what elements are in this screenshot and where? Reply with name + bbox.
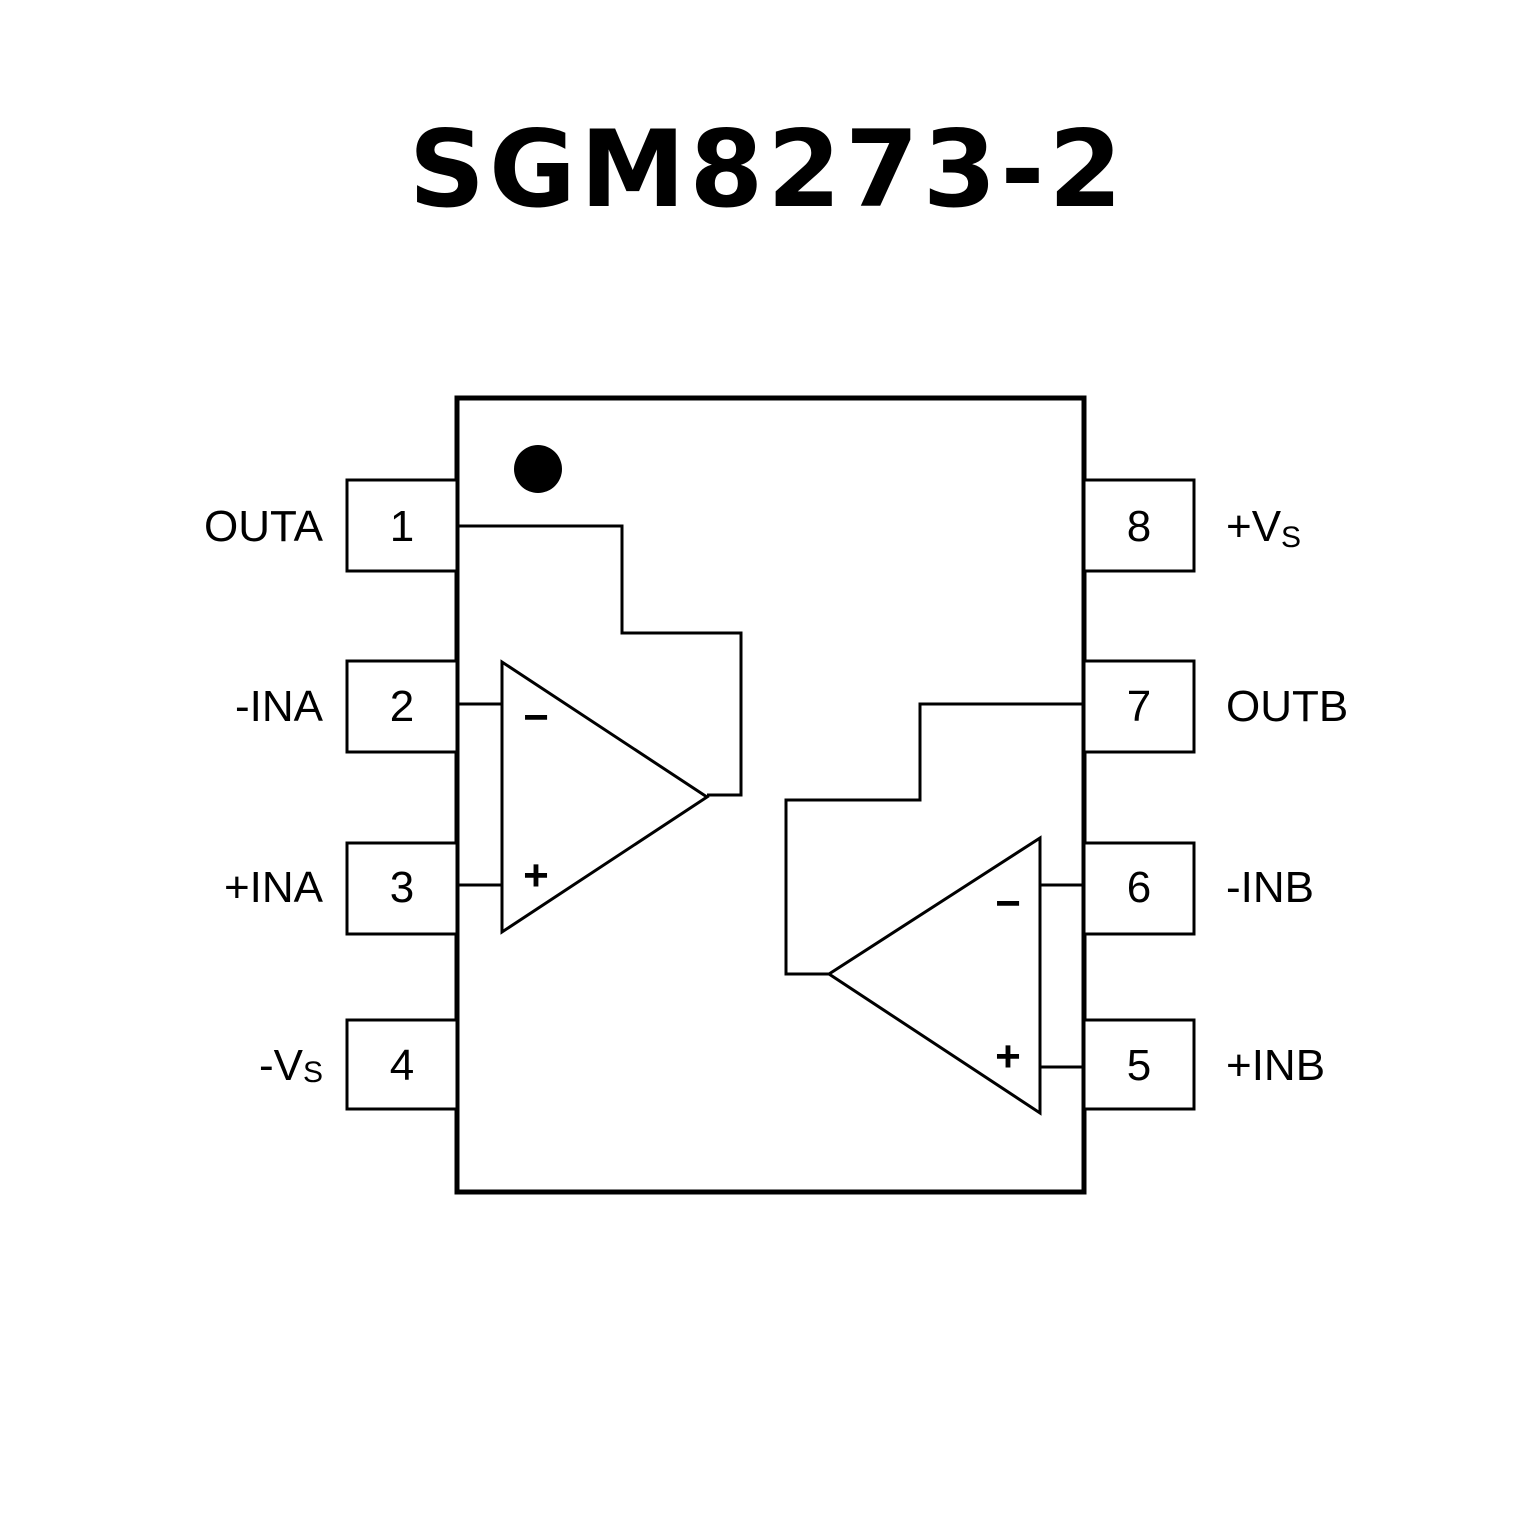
pin-5-pad — [1082, 1018, 1196, 1111]
pin-1: 1 OUTA — [204, 478, 459, 573]
pin-5-label: +INB — [1226, 1041, 1325, 1090]
pin-7-number: 7 — [1127, 682, 1151, 731]
pin-6-label-main: -INB — [1226, 863, 1314, 912]
pin-4-label-sub: S — [303, 1056, 323, 1089]
pin-8: 8 +VS — [1082, 478, 1301, 573]
package-body — [454, 395, 1087, 1195]
pin-8-number: 8 — [1127, 502, 1151, 551]
opamp-b-triangle — [826, 835, 1042, 1116]
opamp-a-triangle — [500, 659, 710, 935]
pin-1-pad — [345, 478, 459, 573]
pin-3-label-main: +INA — [224, 863, 324, 912]
pin-3-pad — [345, 841, 459, 936]
opamp-b: − + — [784, 702, 1084, 1116]
pin-8-pad — [1082, 478, 1196, 573]
pin-4-pad — [345, 1018, 459, 1111]
opamp-a-inverting-sign: − — [523, 693, 549, 742]
pin-2-number: 2 — [390, 682, 414, 731]
pin1-marker-dot — [514, 445, 562, 493]
opamp-a-noninverting-sign: + — [523, 851, 549, 900]
pin-7: 7 OUTB — [1082, 659, 1348, 754]
pin-6-number: 6 — [1127, 863, 1151, 912]
pin-7-label: OUTB — [1226, 682, 1348, 731]
wire-opamp-a-out-to-pin1 — [457, 524, 743, 797]
pin-1-label: OUTA — [204, 502, 324, 551]
pin-3-number: 3 — [390, 863, 414, 912]
pin-5: 5 +INB — [1082, 1018, 1325, 1111]
pin-6-pad — [1082, 841, 1196, 936]
opamp-b-noninverting-sign: + — [995, 1032, 1021, 1081]
opamp-a: − + — [457, 524, 743, 935]
pin-5-number: 5 — [1127, 1041, 1151, 1090]
pin-6-label: -INB — [1226, 863, 1314, 912]
pin-6: 6 -INB — [1082, 841, 1314, 936]
pin-8-label-main: +V — [1226, 502, 1282, 551]
opamp-b-inverting-sign: − — [995, 879, 1021, 928]
pin-3: 3 +INA — [224, 841, 459, 936]
pin-4-number: 4 — [390, 1041, 414, 1090]
chip-title: SGM8273-2 — [408, 108, 1127, 231]
pin-1-number: 1 — [390, 502, 414, 551]
pin-8-label: +VS — [1226, 502, 1301, 554]
pin-4-label: -VS — [259, 1041, 323, 1090]
pin-4-label-main: -V — [259, 1041, 304, 1090]
pin-3-label: +INA — [224, 863, 324, 912]
pin-2-pad — [345, 659, 459, 754]
pin-2: 2 -INA — [235, 659, 459, 754]
pin-5-label-main: +INB — [1226, 1041, 1325, 1090]
pin-4: 4 -VS — [259, 1018, 459, 1111]
pin-2-label-main: -INA — [235, 682, 324, 731]
pin-2-label: -INA — [235, 682, 324, 731]
wire-opamp-b-out-to-pin7 — [784, 702, 1084, 976]
pin-8-label-sub: S — [1281, 521, 1301, 554]
pin-7-label-main: OUTB — [1226, 682, 1348, 731]
pin-7-pad — [1082, 659, 1196, 754]
pin-1-label-main: OUTA — [204, 502, 324, 551]
